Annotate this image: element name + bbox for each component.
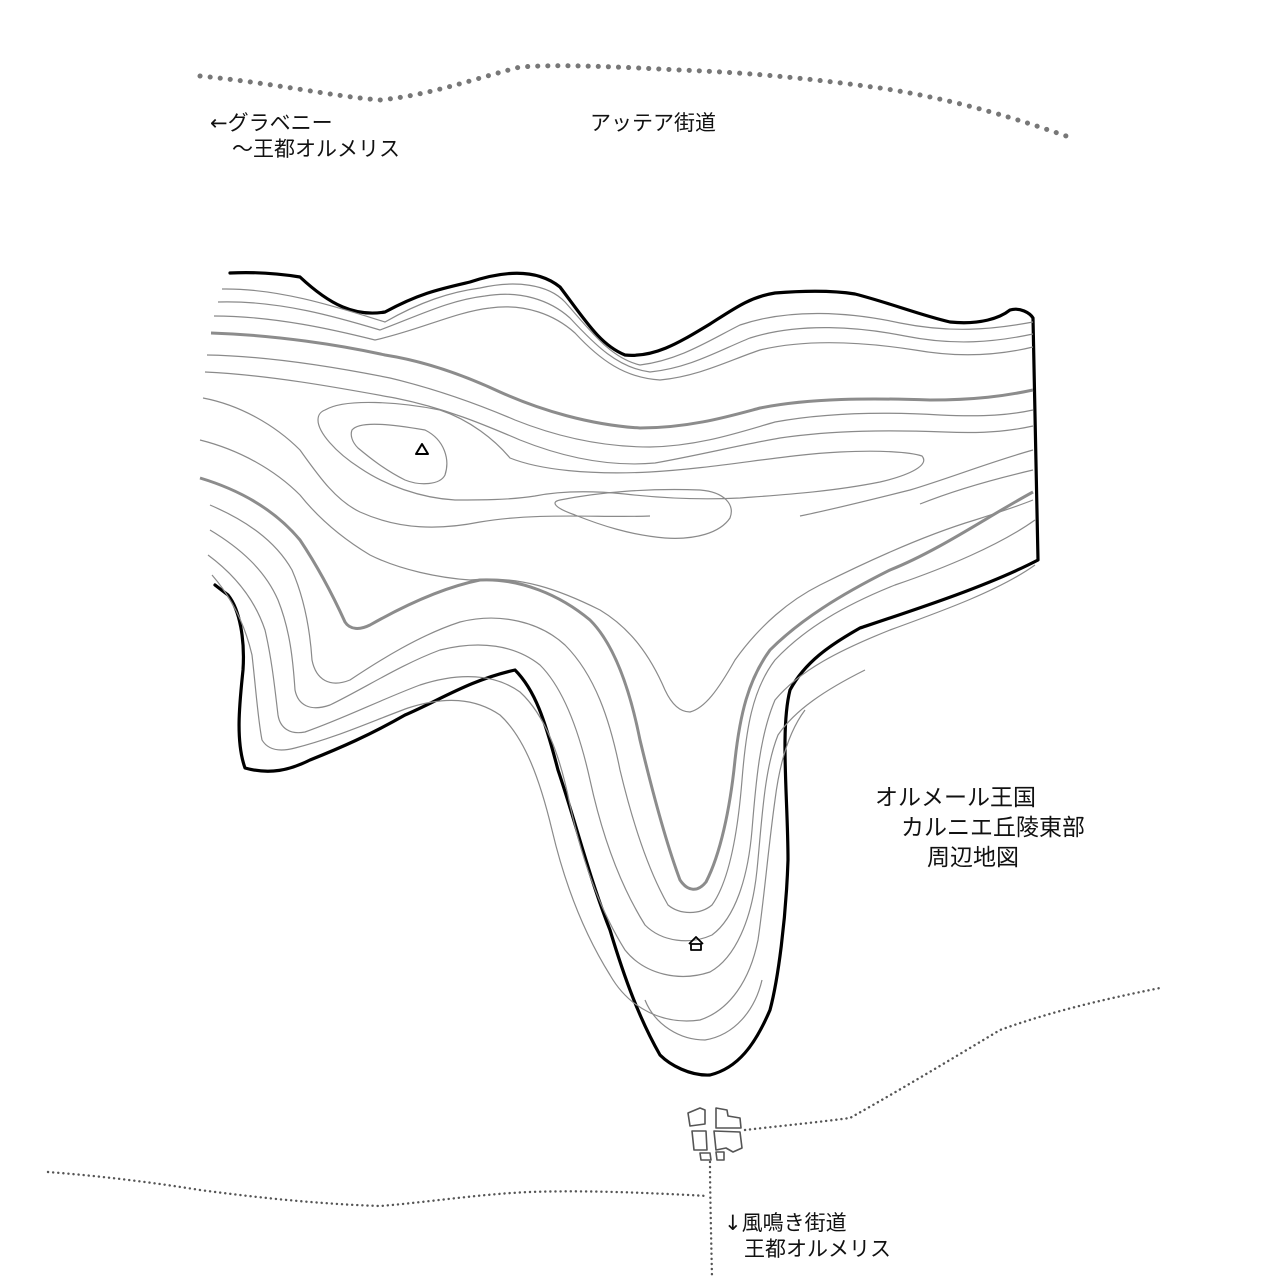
map-title-line-1: オルメール王国 [875,785,1036,811]
summit-contour-outer [317,401,925,501]
south-road-destination: 王都オルメリス [744,1237,891,1262]
valley-contour [469,499,1034,713]
north-road-direction: ←グラベニー [210,111,333,135]
north-road-name: アッテア街道 [590,111,716,135]
north-road-destination: 〜王都オルメリス [232,137,400,162]
south-road-label: ↓風鳴き街道 王都オルメリス [724,1210,891,1263]
summit-contour-inner [350,423,448,485]
map-title: オルメール王国 カルニエ丘陵東部 周辺地図 [875,784,1085,874]
index-contour-north [210,331,1034,430]
north-road-label: ←グラベニー 〜王都オルメリス [210,110,400,163]
east-road [743,986,1162,1132]
minor-roads [46,986,1162,1280]
summit-triangle-icon [415,443,429,455]
south-road-direction: ↓風鳴き街道 [724,1211,847,1235]
hill-outline [213,271,1040,1077]
north-road [197,63,1075,141]
map-title-line-3: 周辺地図 [927,844,1019,871]
map-title-line-2: カルニエ丘陵東部 [901,814,1085,841]
house-icon [688,936,704,951]
contour-lines [199,283,1036,1041]
saddle-contour [554,488,732,539]
village-buildings-icon [687,1107,743,1161]
index-contour-south [199,476,1034,891]
west-road [46,1170,710,1208]
south-road [708,1160,714,1280]
